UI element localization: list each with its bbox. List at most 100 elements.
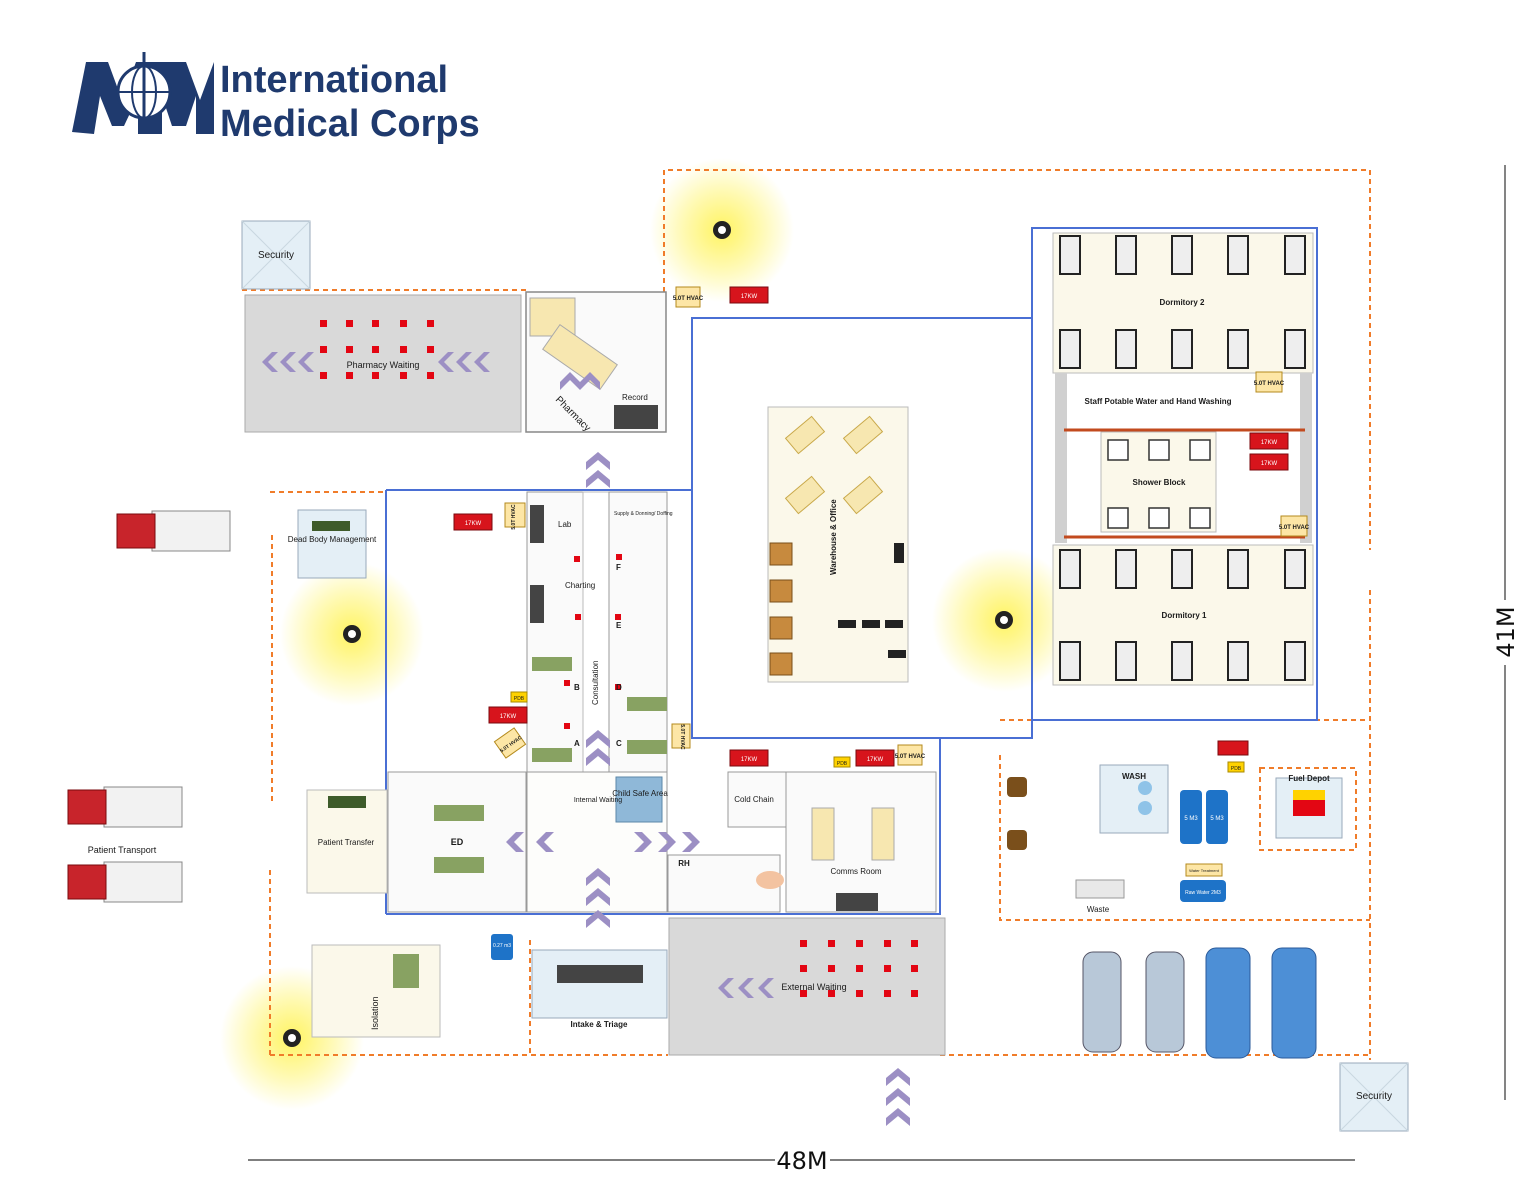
generator-lab: 17KW [453,513,493,531]
dimension-lines [248,165,1506,1161]
cold-chain-label: Cold Chain [734,795,774,804]
hvac-unit-comms: 5.0T HVAC [895,744,926,766]
internal-waiting-label: Internal Waiting [574,797,622,804]
room-d-label: D [616,683,622,692]
dormitory-2: Dormitory 2 [1052,232,1314,374]
generator-wash [1217,740,1249,756]
hvac-unit-consult-east: 5.0T HVAC [671,723,691,750]
comms-room-label: Comms Room [830,867,881,876]
child-safe-line: Child Safe Area [612,789,668,798]
warehouse-office: Warehouse & Office [767,406,909,683]
shower-block-label: Shower Block [1133,478,1186,487]
dormitory1-label: Dormitory 1 [1162,611,1207,620]
hvac-unit-pharmacy: 5.0T HVAC [673,286,704,308]
generator-pharmacy: 17KW [729,286,769,304]
generator-consultation: 17KW [488,706,528,724]
svg-text:17KW: 17KW [1261,440,1278,446]
room-f-label: F [616,563,621,572]
consultation-label: Consultation [591,661,600,705]
patient-transport-vehicle-1 [67,786,183,828]
pdb-comms: PDB [833,756,851,768]
warehouse-label: Warehouse & Office [829,499,838,575]
record-label: Record [622,393,648,402]
svg-text:PDB: PDB [1231,766,1242,772]
hvac-unit-shower: 5.0T HVAC [1279,515,1310,537]
wash-facility: WASH [1099,764,1169,834]
lab-label: Lab [558,520,572,529]
generator-shower-2: 17KW [1249,453,1289,471]
site-lights [220,158,1076,1110]
logo-line1: International [220,59,448,101]
staff-water-label: Staff Potable Water and Hand Washing [1085,397,1232,406]
dead-body-management: Dead Body Management [288,509,377,579]
cold-chain-room: Cold Chain [727,771,787,828]
rh-room: RH [667,854,784,913]
generator-comms: 17KW [855,749,895,767]
room-b-label: B [574,683,580,692]
fuel-depot-label: Fuel Depot [1288,774,1330,783]
svg-text:17KW: 17KW [465,521,482,527]
water-tank-small: 0.27 m3 [491,934,513,960]
waste-area: Waste [1007,777,1125,914]
security-label-bottom: Security [1356,1091,1392,1102]
intake-label: Intake & Triage [571,1020,628,1029]
svg-text:5.0T HVAC: 5.0T HVAC [1279,525,1310,531]
tank-1-label: 5 M3 [1184,816,1198,822]
patient-transfer-label: Patient Transfer [318,838,375,847]
svg-text:0.27 m3: 0.27 m3 [493,943,511,949]
intake-triage: Intake & Triage [531,949,668,1029]
pdb-ed: PDB [510,691,528,703]
svg-text:17KW: 17KW [867,757,884,763]
security-label-top: Security [258,250,294,261]
patient-flow-arrows [506,452,910,1126]
wash-label: WASH [1122,772,1146,781]
isolation-label: Isolation [370,996,380,1030]
clinical-block: Lab Charting Consultation Supply & Donni… [526,491,673,773]
svg-text:PDB: PDB [837,761,848,767]
charting-label: Charting [565,581,595,590]
room-a-label: A [574,739,580,748]
hvac-unit-dorm2: 5.0T HVAC [1254,371,1285,393]
fuel-depot: Fuel Depot [1275,774,1343,839]
width-dimension: 48M [776,1147,827,1175]
height-dimension: 41M [1492,606,1520,657]
security-booth-bottom: Security [1339,1062,1409,1132]
hvac-unit-ed: 5.0T HVAC [493,727,527,759]
svg-text:PDB: PDB [514,696,525,702]
pharmacy-waiting-area: Pharmacy Waiting [244,294,522,433]
svg-text:5.0T HVAC: 5.0T HVAC [1254,381,1285,387]
water-treatment-label: Water Treatment [1189,868,1220,873]
generator-shower-1: 17KW [1249,432,1289,450]
room-letters: F E D C B A [574,563,622,748]
imc-logo: International Medical Corps [72,52,480,145]
svg-text:17KW: 17KW [1261,461,1278,467]
external-waiting-area: External Waiting [668,917,946,1056]
svg-text:5.0T HVAC: 5.0T HVAC [673,296,704,302]
svg-text:5.0T HVAC: 5.0T HVAC [895,754,926,760]
tank-2-label: 5 M3 [1210,816,1224,822]
svg-text:5.0T HVAC: 5.0T HVAC [679,724,685,750]
svg-text:17KW: 17KW [500,714,517,720]
dead-body-label: Dead Body Management [288,535,377,544]
svg-text:17KW: 17KW [741,294,758,300]
ed-label: ED [451,837,464,847]
hvac-unit-lab: 5.0T HVAC [504,502,526,530]
water-tanks: 5 M3 5 M3 Water Treatment Raw Water 2M3 [1180,790,1228,902]
supply-label: Supply & Donning/ Doffing [614,511,673,517]
pharmacy-room: Pharmacy Record [525,291,667,434]
patient-transfer: Patient Transfer [306,789,388,894]
building-walls [385,227,1318,915]
parked-vehicles [1082,947,1317,1059]
pdb-wash: PDB [1227,761,1245,773]
dormitory2-label: Dormitory 2 [1160,298,1205,307]
patient-transport-vehicle-2 [67,861,183,903]
room-e-label: E [616,621,622,630]
emergency-department: ED [387,771,527,913]
dormitory-1: Dormitory 1 [1052,544,1314,686]
external-waiting-label: External Waiting [781,982,846,992]
internal-waiting-area: Child Safe Area Internal Waiting [526,771,668,913]
svg-text:17KW: 17KW [741,757,758,763]
rh-label: RH [678,859,690,868]
isolation-unit: Isolation [311,944,441,1038]
